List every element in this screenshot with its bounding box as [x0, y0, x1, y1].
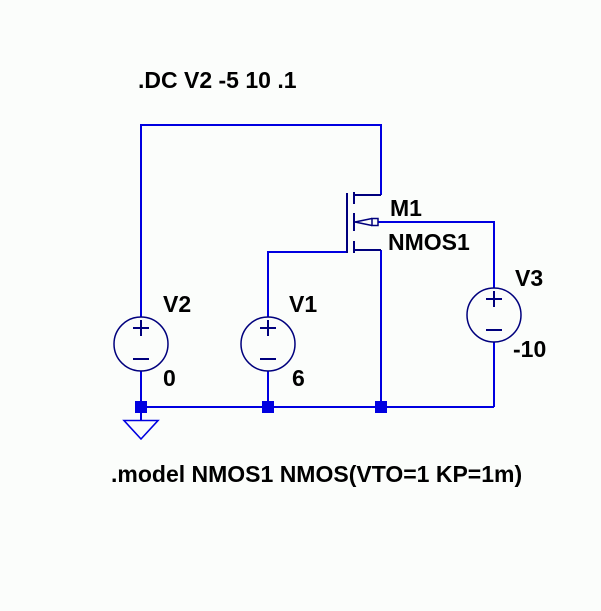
nmos-transistor-symbol[interactable]	[346, 192, 381, 253]
v2-value-label[interactable]: 0	[163, 365, 176, 391]
junction-node	[375, 401, 387, 413]
voltage-source-v3-symbol[interactable]	[466, 287, 522, 343]
wire-bottom-rail[interactable]	[140, 342, 495, 420]
v2-name-label[interactable]: V2	[163, 291, 192, 317]
junction-node	[262, 401, 274, 413]
spice-directive-dc-sweep[interactable]: .DC V2 -5 10 .1	[138, 67, 297, 93]
m1-name-label[interactable]: M1	[390, 195, 422, 221]
plus-icon	[486, 291, 502, 307]
v3-name-label[interactable]: V3	[515, 265, 544, 291]
v1-value-label[interactable]: 6	[292, 365, 305, 391]
plus-icon	[133, 320, 149, 336]
voltage-source-v1-symbol[interactable]	[240, 316, 296, 372]
voltage-source-v2-symbol[interactable]	[113, 316, 169, 372]
junction-node	[135, 401, 147, 413]
v1-name-label[interactable]: V1	[289, 291, 318, 317]
spice-directive-model[interactable]: .model NMOS1 NMOS(VTO=1 KP=1m)	[111, 461, 523, 487]
wire-gate[interactable]	[267, 251, 347, 317]
v3-value-label[interactable]: -10	[513, 336, 547, 362]
bulk-arrow-icon	[354, 217, 379, 227]
plus-icon	[260, 320, 276, 336]
wire-bulk[interactable]	[378, 221, 495, 288]
wire-top-rail[interactable]	[140, 124, 382, 317]
ground-symbol[interactable]	[122, 419, 160, 441]
m1-model-label[interactable]: NMOS1	[388, 229, 470, 255]
